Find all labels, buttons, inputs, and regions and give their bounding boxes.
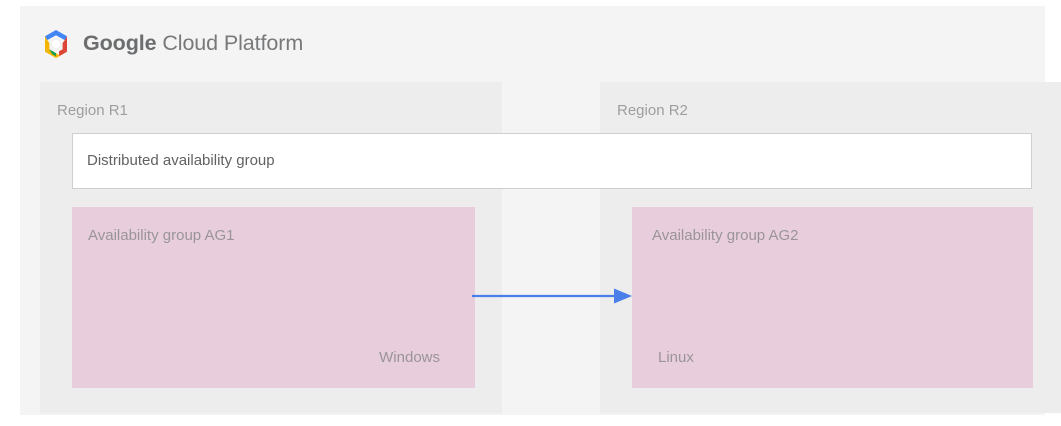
brand-title-strong: Google [83,31,157,56]
brand-title-light: Cloud Platform [162,31,304,56]
availability-group-box-ag2: Availability group AG2 Linux [632,207,1033,388]
google-cloud-platform-logo-icon [40,28,72,60]
distributed-availability-group-label: Distributed availability group [87,152,275,169]
availability-group-title-ag2: Availability group AG2 [652,227,799,244]
diagram-canvas: Google Cloud Platform Region R1 Region R… [20,6,1061,415]
arrow-right-icon [472,284,634,308]
region-label-r1: Region R1 [57,102,128,119]
region-label-r2: Region R2 [617,102,688,119]
availability-group-os-ag1: Windows [379,349,440,366]
availability-group-os-ag2: Linux [658,349,694,366]
availability-group-box-ag1: Availability group AG1 Windows [72,207,475,388]
brand-title: Google Cloud Platform [83,33,303,55]
distributed-availability-group-box: Distributed availability group [72,133,1032,189]
brand-header: Google Cloud Platform [40,20,303,68]
availability-group-title-ag1: Availability group AG1 [88,227,235,244]
